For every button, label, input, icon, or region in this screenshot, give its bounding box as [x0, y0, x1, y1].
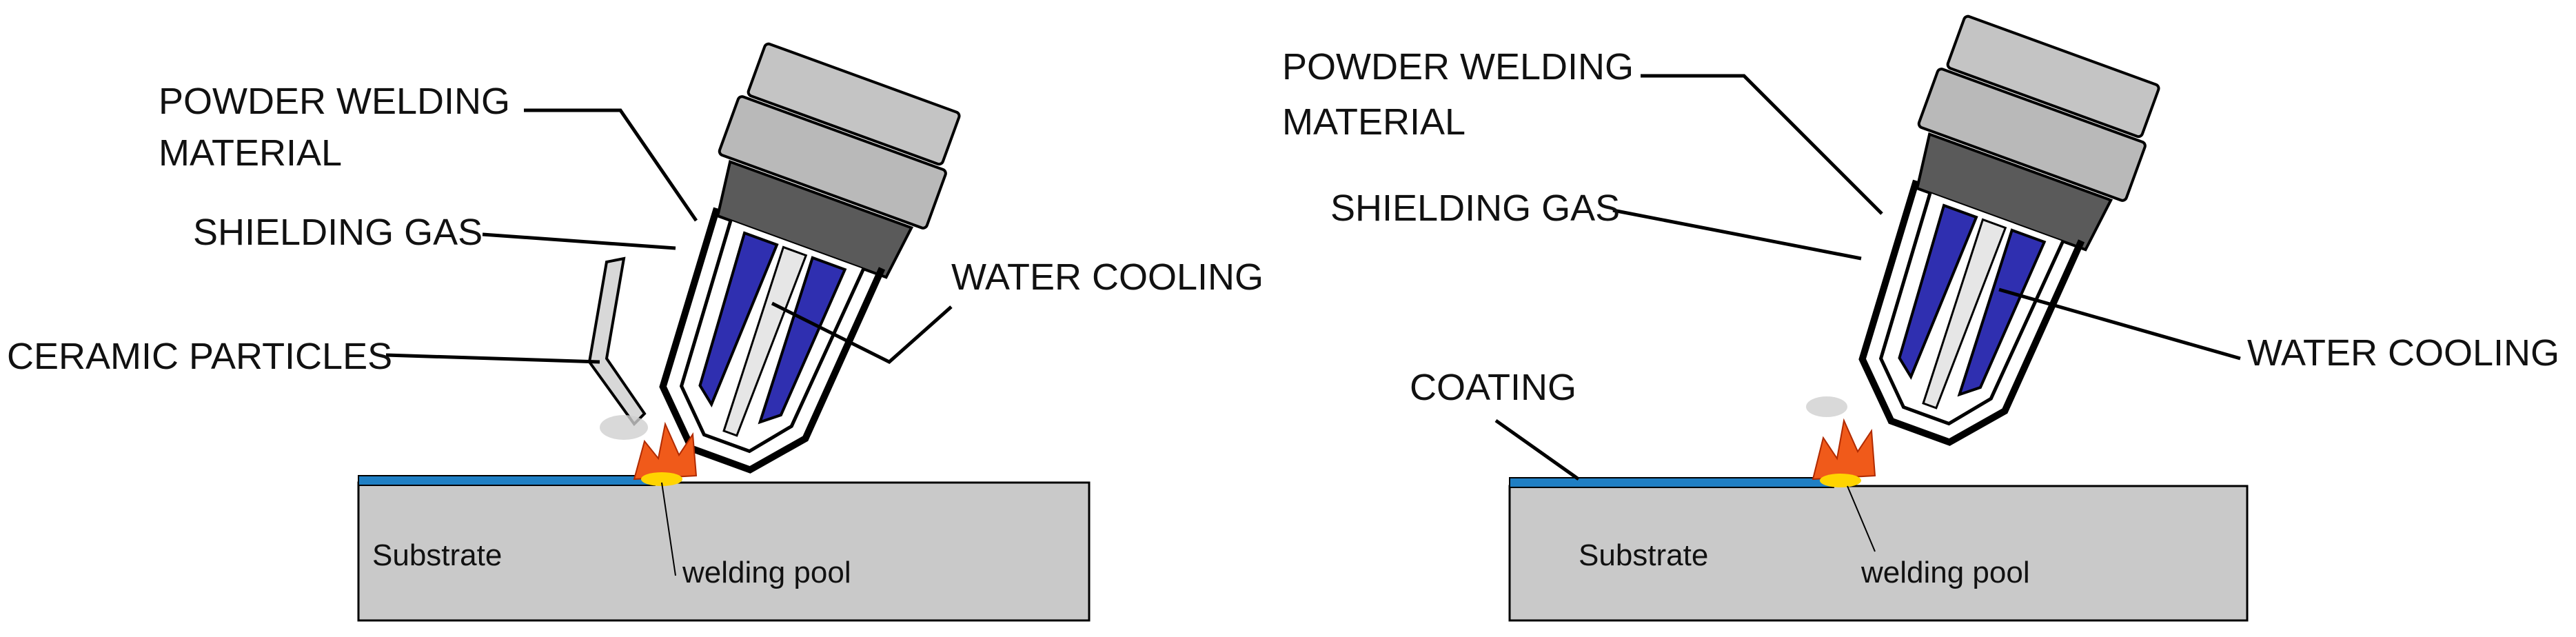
left-water-leader	[771, 301, 953, 364]
right-coating-leader	[1494, 418, 1580, 481]
right-torch	[1858, 14, 2160, 446]
right-water-cooling-label: WATER COOLING	[2247, 332, 2559, 374]
right-water-leader	[1998, 287, 2241, 361]
left-powder-label-line2: MATERIAL	[159, 132, 342, 174]
left-substrate-label: Substrate	[372, 538, 502, 572]
right-shielding-gas-label: SHIELDING GAS	[1330, 188, 1620, 229]
left-shielding-gas-label: SHIELDING GAS	[193, 212, 483, 253]
left-shielding-leader	[482, 232, 676, 250]
right-powder-leader	[1641, 74, 1883, 215]
right-powder-label-line1: POWDER WELDING	[1282, 46, 1634, 88]
right-shielding-leader	[1612, 208, 1862, 261]
left-panel: POWDER WELDING MATERIAL SHIELDING GAS WA…	[7, 42, 1264, 622]
right-substrate-label: Substrate	[1579, 538, 1708, 572]
right-panel: POWDER WELDING MATERIAL SHIELDING GAS WA…	[1282, 14, 2559, 622]
left-coating-strip	[358, 475, 656, 486]
left-ceramic-feeder	[587, 256, 647, 427]
left-ceramic-particles-label: CERAMIC PARTICLES	[7, 336, 392, 377]
left-torch	[659, 42, 961, 474]
right-coating-strip	[1509, 477, 1834, 488]
left-weld-flame	[600, 415, 698, 486]
right-coating-label: COATING	[1410, 367, 1576, 408]
right-powder-label-line2: MATERIAL	[1282, 101, 1466, 143]
left-powder-leader	[524, 108, 698, 222]
right-substrate-block	[1508, 485, 2249, 622]
right-welding-pool-label: welding pool	[1860, 556, 2030, 589]
left-ceramic-leader	[385, 353, 600, 364]
left-welding-pool-label: welding pool	[682, 556, 851, 589]
right-weld-flame	[1806, 396, 1876, 487]
left-water-cooling-label: WATER COOLING	[951, 256, 1264, 298]
left-powder-label-line1: POWDER WELDING	[159, 81, 510, 122]
left-substrate-block	[357, 481, 1091, 622]
